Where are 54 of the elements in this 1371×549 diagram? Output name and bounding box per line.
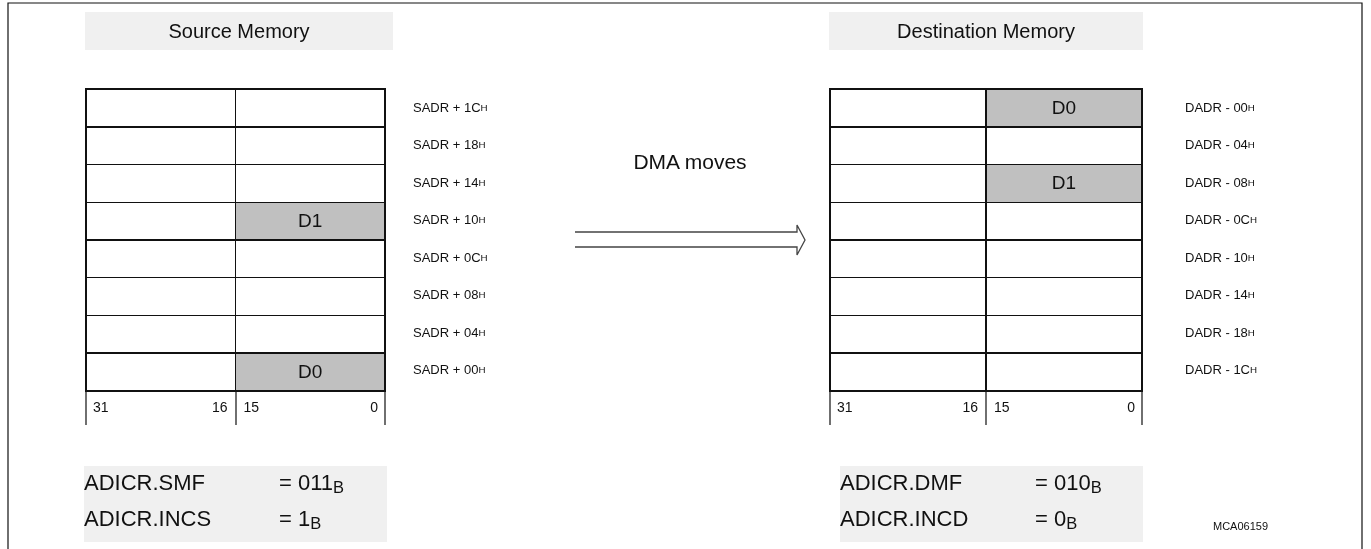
memory-grid — [85, 88, 386, 392]
memory-cell — [87, 165, 235, 202]
bit-number: 0 — [369, 399, 378, 415]
register-value: = 1$_{B}$ — [279, 506, 322, 534]
memory-cell — [87, 90, 235, 127]
memory-cell — [87, 240, 235, 277]
memory-cell — [87, 127, 235, 164]
memory-cell — [236, 278, 384, 315]
memory-cell-filled: D0 — [986, 90, 1141, 127]
memory-cell-filled: D1 — [236, 203, 384, 240]
bit-number: 0 — [1126, 399, 1135, 415]
figure-id: MCA06159 — [1213, 520, 1269, 532]
memory-cell — [986, 316, 1141, 353]
memory-cell — [236, 90, 384, 127]
memory-cell — [986, 127, 1141, 164]
bit-number: 31 — [837, 399, 853, 415]
transfer-label: DMA moves — [632, 150, 748, 174]
memory-cell — [831, 353, 986, 390]
memory-cell — [87, 203, 235, 240]
memory-cell-filled: D0 — [236, 353, 384, 390]
register-name: ADICR.INCD — [840, 506, 969, 532]
register-value: = 011$_{B}$ — [279, 470, 345, 498]
memory-grid — [829, 88, 1143, 392]
memory-cell — [831, 316, 986, 353]
memory-cell — [831, 165, 986, 202]
memory-cell — [986, 240, 1141, 277]
memory-cell — [236, 127, 384, 164]
memory-cell — [831, 90, 986, 127]
memory-cell-filled: D1 — [986, 165, 1141, 202]
register-value: = 0$_{B}$ — [1035, 506, 1078, 534]
memory-cell — [87, 353, 235, 390]
memory-cell — [236, 240, 384, 277]
memory-cell — [986, 203, 1141, 240]
memory-title: Destination Memory — [829, 12, 1143, 50]
memory-cell — [986, 278, 1141, 315]
memory-cell — [236, 316, 384, 353]
bit-number: 31 — [93, 399, 109, 415]
bit-number: 15 — [243, 399, 260, 415]
register-value: = 010$_{B}$ — [1035, 470, 1102, 498]
memory-cell — [236, 165, 384, 202]
memory-cell — [831, 240, 986, 277]
memory-title: Source Memory — [85, 12, 393, 50]
bit-number: 16 — [961, 399, 978, 415]
bit-number: 15 — [994, 399, 1010, 415]
register-name: ADICR.DMF — [840, 470, 963, 496]
register-name: ADICR.SMF — [84, 470, 205, 496]
memory-cell — [831, 278, 986, 315]
memory-cell — [986, 353, 1141, 390]
memory-cell — [87, 316, 235, 353]
bit-number: 16 — [210, 399, 228, 415]
memory-cell — [831, 127, 986, 164]
memory-cell — [87, 278, 235, 315]
register-name: ADICR.INCS — [84, 506, 212, 532]
memory-cell — [831, 203, 986, 240]
